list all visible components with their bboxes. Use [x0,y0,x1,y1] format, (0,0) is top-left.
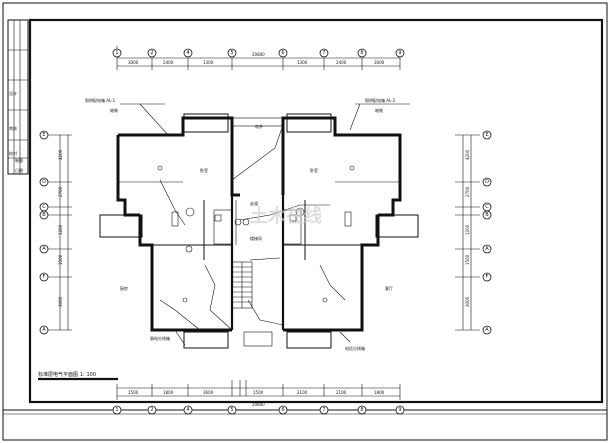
bottom-dim-5: 2100 [336,390,347,395]
bottom-dim-1: 1800 [163,390,174,395]
label-center: 走道 [250,200,258,206]
left-axis-4: A [42,246,46,252]
bottom-dim-2: 3600 [203,390,214,395]
bottom-axis-7: 9 [398,407,401,413]
top-axis-3: 5 [230,50,233,56]
bottom-axis-2: 4 [186,407,189,413]
note-bottom-left: 弱电分线箱 [150,335,170,341]
right-axis-2: C [485,204,489,210]
bottom-dim-6: 1800 [374,390,385,395]
label-living: 客厅 [385,285,393,291]
fixtures [157,165,355,303]
label-stair: 楼梯间 [250,235,262,241]
right-dim-0: 4200 [465,149,470,160]
right-axis-4: A [485,246,489,252]
bottom-overall-dim: 20800 [252,402,265,407]
caption-title: 标准层电气平面图 [38,371,78,378]
bottom-axis-1: 2 [150,407,153,413]
bottom-axis-6: 8 [360,407,363,413]
top-dim-1: 2400 [163,60,174,65]
left-axis-2: C [42,204,46,210]
title-block-label-1: 审核 [9,125,17,131]
right-axis-1: D [485,179,489,185]
bottom-dim-3: 1500 [253,390,264,395]
bottom-dim-0: 1500 [128,390,139,395]
right-dim-1: 2700 [465,186,470,197]
top-dim-0: 3000 [128,60,139,65]
note-upper-right: 照明配电箱 AL-2 [365,97,396,103]
left-axis-1: D [42,179,46,185]
bottom-axis-3: 5 [230,407,233,413]
title-block-label-0: 设计 [9,90,17,96]
bottom-axis-5: 7 [322,407,325,413]
caption: 标准层电气平面图 1: 100 [38,371,118,381]
right-axis-0: E [485,132,488,138]
right-dim-3: 1500 [465,254,470,265]
left-axis-6: A [42,327,46,333]
top-dim-3: 1300 [297,60,308,65]
annotations: 照明配电箱 AL-1 暗装 照明配电箱 AL-2 暗装 卧室 卧室 厨房 客厅 … [85,97,410,351]
stair [231,261,253,309]
left-axis-0: E [42,132,45,138]
left-dim-0: 4200 [58,149,63,160]
left-dim-1: 2700 [58,186,63,197]
label-right-room: 卧室 [310,167,318,173]
top-dim-4: 2400 [336,60,347,65]
left-axis-bubbles: E D C B A F A [39,130,49,335]
left-dim-4: 3000 [58,296,63,307]
building-walls [99,113,419,349]
title-block-label-3: 制图 [15,157,23,163]
top-axis-2: 4 [186,50,189,56]
right-axis-3: B [485,212,489,218]
bottom-dim-4: 2100 [297,390,308,395]
note-upper-left: 照明配电箱 AL-1 [85,97,116,103]
top-axis-bubbles: 1 2 4 5 6 7 8 9 [112,46,405,58]
top-axis-5: 7 [322,50,325,56]
top-axis-4: 6 [281,50,284,56]
top-dim-5: 3000 [374,60,385,65]
label-kitchen: 厨房 [120,285,128,291]
right-dimensions: 4200 2700 1200 1500 3000 [455,134,480,331]
top-overall-dim: 20800 [252,52,265,57]
right-axis-bubbles: E D C B A F A [482,130,492,335]
left-dimensions: 4200 2700 1200 1500 3000 [48,134,72,331]
top-axis-6: 8 [360,50,363,56]
bottom-axis-0: 1 [115,407,118,413]
left-dim-3: 1500 [58,254,63,265]
right-dim-4: 3000 [465,296,470,307]
right-axis-6: A [485,327,489,333]
right-axis-5: F [486,274,489,280]
note-upper-left-sub: 暗装 [110,107,118,113]
left-dim-2: 1200 [58,224,63,235]
bottom-dimensions: 1500 1800 3600 1500 2100 2100 1800 20800 [116,380,401,407]
caption-scale: 1: 100 [80,372,96,378]
top-axis-1: 2 [150,50,153,56]
top-dimensions: 20800 3000 2400 1300 1300 2400 3000 [116,52,401,70]
top-axis-7: 9 [398,50,401,56]
note-bottom-right: 电话分线箱 [345,345,365,351]
top-axis-0: 1 [115,50,118,56]
bottom-axis-bubbles: 1 2 4 5 6 7 8 9 [112,405,405,415]
bottom-axis-4: 6 [281,407,284,413]
inner-frame [28,18,604,404]
watermark: 土木在线 [250,205,322,227]
title-block-label-4: 日期 [15,167,23,173]
title-block-label-2: 校对 [9,150,17,156]
right-dim-2: 1200 [465,224,470,235]
note-upper-right-sub: 暗装 [375,107,383,113]
top-dim-2: 1300 [203,60,214,65]
left-axis-3: B [42,212,46,218]
label-left-room: 卧室 [200,167,208,173]
title-block: 设计 审核 校对 制图 日期 [7,19,29,175]
label-elec-shaft: 电井 [255,123,263,129]
left-axis-5: F [43,274,46,280]
wiring [159,124,346,331]
